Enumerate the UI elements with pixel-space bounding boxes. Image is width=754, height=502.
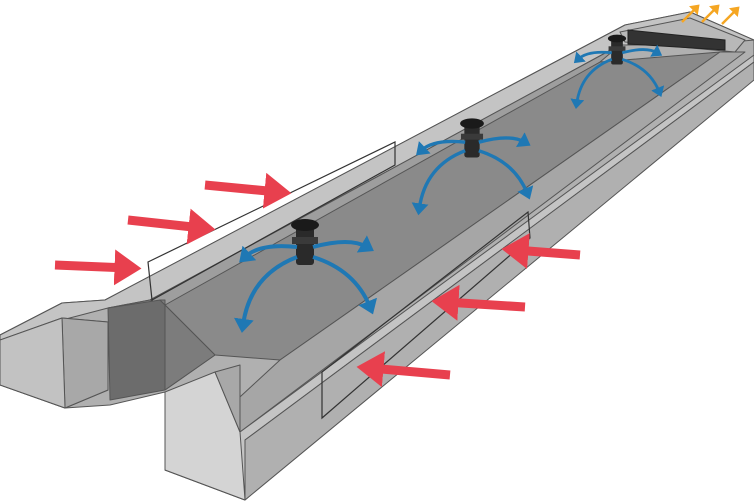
trough-structure <box>0 11 754 501</box>
intake-arrow-icon <box>54 249 142 286</box>
airflow-arrow-icon <box>416 139 466 156</box>
opening-shadow <box>159 299 216 391</box>
fans <box>291 34 627 265</box>
intake-arrow-icon <box>431 284 526 321</box>
airflow-arrow-icon <box>239 244 298 263</box>
right-outer-face <box>244 61 754 501</box>
fan-body-1 <box>296 227 314 265</box>
airflow-arrow-icon <box>570 57 613 110</box>
fan-collar-1 <box>292 237 318 244</box>
fan-cap-2 <box>460 118 484 129</box>
fan-body-2 <box>464 125 480 158</box>
airflow-arrow-icon <box>411 149 466 216</box>
airflow-arrow-icon <box>621 57 665 97</box>
fan-collar-3 <box>608 46 626 51</box>
arrows <box>54 4 740 388</box>
airflow-arrow-icon <box>312 255 378 315</box>
right-wall-panel <box>321 210 531 420</box>
exhaust-arrow-icon <box>701 4 720 23</box>
exhaust-arrow-icon <box>721 6 740 25</box>
fan-collar-2 <box>460 133 484 140</box>
left-wall-panel <box>147 141 396 301</box>
intake-arrow-icon <box>356 351 451 388</box>
airflow-arrow-icon <box>573 50 612 64</box>
left-box-front <box>0 317 66 409</box>
airflow-arrow-icon <box>478 149 534 200</box>
airflow-arrow-icon <box>621 44 663 57</box>
exhaust-arrow-icon <box>681 4 700 23</box>
fan-cap-3 <box>607 34 627 43</box>
fan-body-3 <box>611 39 623 65</box>
airflow-arrow-icon <box>312 235 374 253</box>
right-box-front <box>164 371 246 501</box>
right-box-side <box>214 364 241 433</box>
intake-arrow-icon <box>127 208 216 245</box>
airflow-arrow-icon <box>478 132 531 147</box>
intake-arrow-icon <box>204 172 292 209</box>
intake-arrow-icon <box>501 233 581 269</box>
airflow-arrow-icon <box>233 255 298 333</box>
fan-cap-1 <box>291 219 319 231</box>
